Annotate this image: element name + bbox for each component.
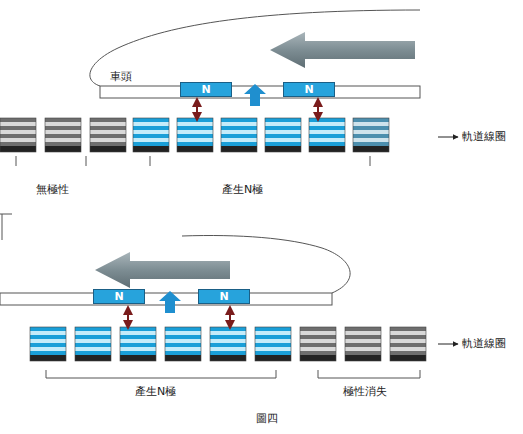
state-label: 極性消失 [343,385,387,398]
state-label: 產生N極 [222,183,263,196]
train-nose [90,10,420,86]
coil [309,118,345,152]
pole-letter: N [304,84,313,95]
motion-arrow [270,32,415,68]
coil [45,118,81,152]
coil [265,118,301,152]
coil [120,327,156,361]
motion-arrow [95,252,230,288]
coil [345,327,381,361]
coil [221,118,257,152]
coil [90,118,126,152]
coil [75,327,111,361]
coil [255,327,291,361]
magnet: N [180,82,232,97]
part-name: 車頭 [110,70,132,83]
figure-caption: 圖四 [256,412,278,425]
coil [390,327,426,361]
state-label: 無極性 [36,183,69,196]
leader-arrow [438,344,458,345]
lift-arrow [159,291,181,313]
coil [0,118,36,152]
force-arrow [127,310,129,325]
leader-arrow [438,137,458,138]
force-arrow [317,102,319,117]
range-ticks [16,156,370,166]
state-label: 產生N極 [135,385,176,398]
part-name: 軌道線圈 [462,337,506,350]
magnet: N [93,289,145,304]
coil [133,118,169,152]
range-bracket [46,370,420,378]
force-arrow [229,310,231,325]
coil [165,327,201,361]
lift-arrow [244,84,266,106]
coil [353,118,389,152]
pole-letter: N [114,291,123,302]
pole-letter: N [219,291,228,302]
coil [300,327,336,361]
panel-divider [2,214,3,240]
magnet: N [283,82,335,97]
part-name: 軌道線圈 [462,130,506,143]
magnet: N [198,289,250,304]
coil [177,118,213,152]
coil [30,327,66,361]
pole-letter: N [201,84,210,95]
force-arrow [196,102,198,117]
track-coils [0,118,426,361]
coil [210,327,246,361]
